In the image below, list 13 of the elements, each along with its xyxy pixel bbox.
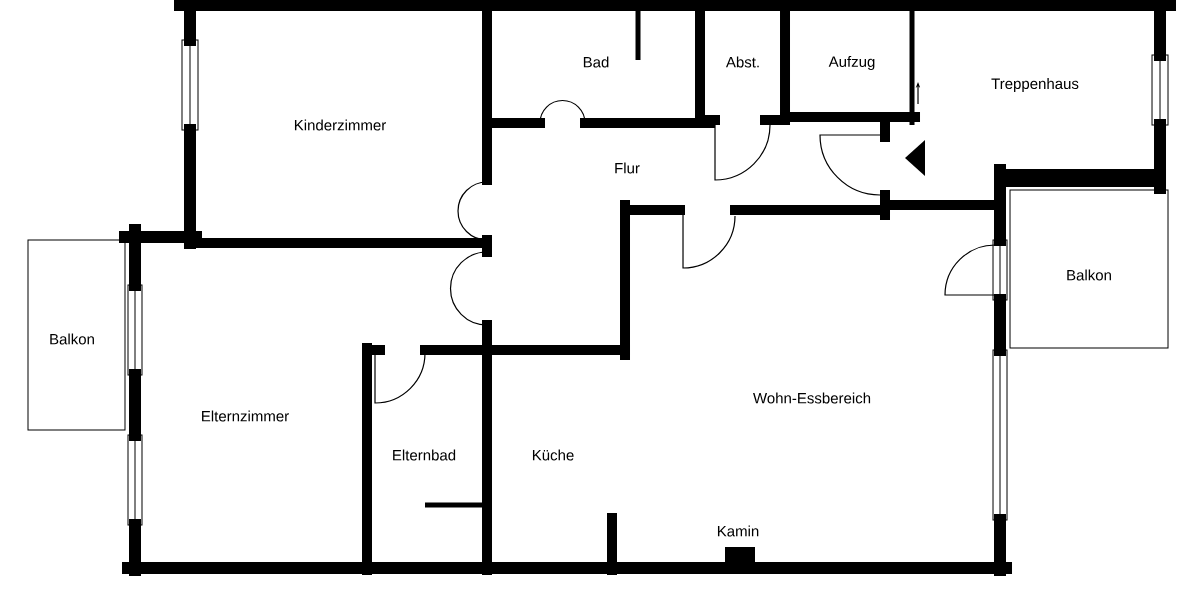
- room-label: Kamin: [717, 525, 759, 537]
- room-label: Flur: [615, 162, 640, 174]
- room-label: Wohn-Essbereich: [753, 392, 871, 404]
- room-label: Balkon: [1067, 269, 1111, 281]
- room-label: Abst.: [725, 56, 759, 68]
- room-label: Kinderzimmer: [294, 119, 386, 131]
- room-label: Elternbad: [393, 449, 456, 461]
- room-label: Aufzug: [828, 56, 875, 70]
- room-label: Bad: [583, 56, 609, 68]
- room-label: Balkon: [50, 333, 94, 345]
- room-label: Küche: [532, 449, 574, 461]
- room-label: Treppenhaus: [991, 78, 1079, 92]
- room-label: Elternzimmer: [202, 410, 289, 422]
